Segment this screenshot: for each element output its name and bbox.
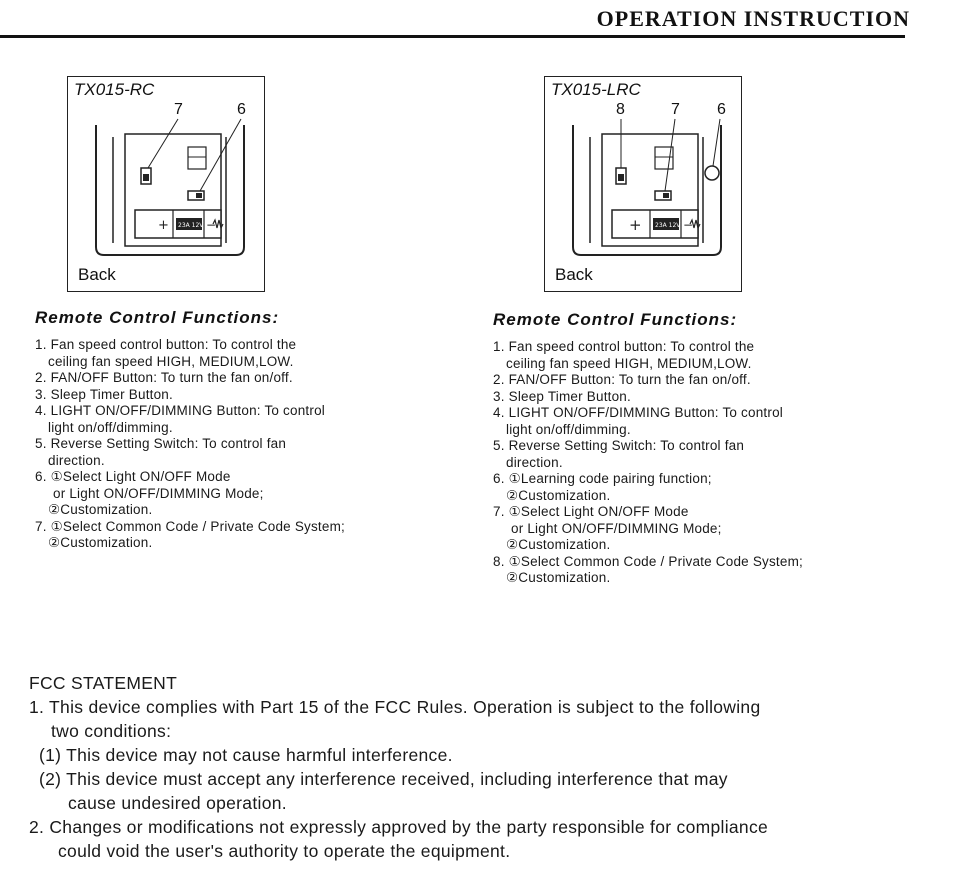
list-item: direction. — [506, 454, 563, 470]
remote-back-diagram-rc: + 23A 12V − TX015-RC 7 6 Back — [67, 76, 265, 292]
list-item: ②Customization. — [48, 502, 153, 517]
callout-number: 7 — [174, 101, 183, 118]
function-list-right: 1. Fan speed control button: To control … — [493, 339, 803, 587]
list-item: ceiling fan speed HIGH, MEDIUM,LOW. — [48, 353, 294, 369]
fcc-line: 1. This device complies with Part 15 of … — [29, 697, 761, 717]
remote-back-illustration: + 23A 12V − — [572, 118, 722, 256]
model-label: TX015-LRC — [551, 80, 641, 99]
callout-number: 6 — [717, 101, 726, 118]
fcc-line: two conditions: — [51, 721, 172, 741]
remote-back-diagram-lrc: + 23A 12V − TX015-LRC 8 7 6 Back — [544, 76, 742, 292]
list-item: 7. ①Select Light ON/OFF Mode — [493, 504, 689, 519]
fcc-line: (2) This device must accept any interfer… — [39, 769, 728, 789]
list-item: 2. FAN/OFF Button: To turn the fan on/of… — [35, 370, 293, 385]
list-item: 8. ①Select Common Code / Private Code Sy… — [493, 553, 803, 569]
back-label: Back — [555, 265, 593, 284]
svg-text:+: + — [158, 218, 169, 233]
function-list-left: 1. Fan speed control button: To control … — [35, 337, 345, 552]
fcc-line: (1) This device may not cause harmful in… — [39, 745, 453, 765]
remote-back-illustration: + 23A 12V − — [95, 118, 245, 256]
list-item: ②Customization. — [506, 487, 611, 503]
list-item: 3. Sleep Timer Button. — [493, 388, 631, 404]
list-item: 4. LIGHT ON/OFF/DIMMING Button: To contr… — [493, 405, 783, 420]
battery-label: 23A 12V — [655, 222, 681, 229]
back-label: Back — [78, 265, 116, 284]
list-item: 1. Fan speed control button: To control … — [35, 337, 297, 352]
list-item: light on/off/dimming. — [48, 419, 173, 435]
list-item: 7. ①Select Common Code / Private Code Sy… — [35, 518, 345, 534]
list-item: or Light ON/OFF/DIMMING Mode; — [511, 520, 722, 536]
page-title: OPERATION INSTRUCTION — [596, 6, 910, 31]
callout-number: 6 — [237, 101, 246, 118]
list-item: 2. FAN/OFF Button: To turn the fan on/of… — [493, 372, 751, 387]
model-label: TX015-RC — [74, 80, 155, 99]
list-item: ②Customization. — [48, 535, 153, 550]
list-item: or Light ON/OFF/DIMMING Mode; — [53, 485, 264, 501]
section-title-right: Remote Control Functions: — [493, 310, 738, 329]
header-divider — [0, 35, 905, 38]
fcc-line: could void the user's authority to opera… — [58, 841, 511, 861]
list-item: ②Customization. — [506, 537, 611, 552]
list-item: 6. ①Select Light ON/OFF Mode — [35, 469, 231, 484]
list-item: 6. ①Learning code pairing function; — [493, 471, 712, 486]
battery-label: 23A 12V — [178, 222, 204, 229]
fcc-statement: FCC STATEMENT 1. This device complies wi… — [29, 671, 954, 863]
section-title-left: Remote Control Functions: — [35, 308, 280, 327]
list-item: 5. Reverse Setting Switch: To control fa… — [35, 436, 287, 451]
list-item: light on/off/dimming. — [506, 421, 631, 437]
list-item: ②Customization. — [506, 570, 611, 585]
fcc-line: 2. Changes or modifications not expressl… — [29, 817, 769, 837]
svg-text:−: − — [206, 218, 216, 232]
list-item: direction. — [48, 452, 105, 468]
callout-number: 7 — [671, 101, 680, 118]
fcc-title: FCC STATEMENT — [29, 673, 178, 693]
callout-number: 8 — [616, 101, 625, 118]
svg-text:+: + — [629, 216, 642, 234]
svg-text:−: − — [683, 218, 693, 232]
list-item: 5. Reverse Setting Switch: To control fa… — [493, 438, 745, 453]
fcc-line: cause undesired operation. — [68, 793, 287, 813]
list-item: 1. Fan speed control button: To control … — [493, 339, 755, 354]
list-item: 3. Sleep Timer Button. — [35, 386, 173, 402]
list-item: ceiling fan speed HIGH, MEDIUM,LOW. — [506, 355, 752, 371]
list-item: 4. LIGHT ON/OFF/DIMMING Button: To contr… — [35, 403, 325, 418]
